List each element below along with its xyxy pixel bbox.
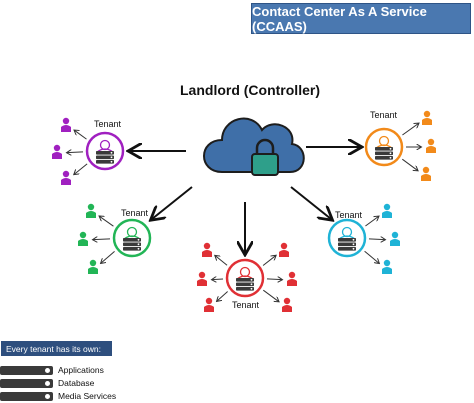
- small-arrow: [402, 158, 417, 170]
- user-icon: [88, 259, 98, 274]
- tenant-label-red: Tenant: [232, 300, 260, 310]
- user-icon: [52, 144, 62, 159]
- small-arrow: [67, 152, 84, 153]
- small-arrow: [365, 216, 378, 227]
- user-icon: [202, 242, 212, 257]
- server-bar-icon: [0, 391, 53, 401]
- landlord-label: Landlord (Controller): [180, 82, 320, 98]
- small-arrow: [74, 130, 87, 140]
- user-icon: [287, 271, 297, 286]
- user-icon: [282, 297, 292, 312]
- server-bar-icon: [0, 378, 53, 388]
- server-icon: [338, 238, 356, 251]
- small-arrow: [266, 279, 282, 280]
- legend-item-media-services: Media Services: [0, 391, 116, 401]
- user-icon: [421, 166, 431, 181]
- small-arrow: [74, 163, 88, 175]
- legend-item-applications: Applications: [0, 365, 104, 375]
- lock-icon: [251, 138, 279, 176]
- small-arrow: [217, 291, 228, 302]
- user-icon: [61, 170, 71, 185]
- small-arrow: [101, 251, 115, 263]
- legend-item-label: Database: [58, 378, 95, 388]
- page-title: Contact Center As A Service (CCAAS): [251, 3, 471, 34]
- small-arrow: [364, 250, 379, 263]
- tenant-node-orange: [364, 110, 436, 181]
- user-icon: [382, 259, 392, 274]
- tenant-label-cyan: Tenant: [335, 210, 363, 220]
- tenant-label-orange: Tenant: [370, 110, 398, 120]
- legend-heading: Every tenant has its own:: [1, 341, 112, 356]
- user-icon: [86, 203, 96, 218]
- user-icon: [390, 231, 400, 246]
- tenant-node-red: [197, 242, 297, 312]
- legend-item-label: Applications: [58, 365, 104, 375]
- user-icon: [279, 242, 289, 257]
- tenant-node-purple: [52, 117, 125, 185]
- small-arrow: [212, 279, 224, 280]
- tenant-label-purple: Tenant: [94, 119, 122, 129]
- tenant-label-green: Tenant: [121, 208, 149, 218]
- small-arrow: [368, 239, 385, 240]
- tenant-node-green: [78, 203, 152, 274]
- arrow-to-cyan-tenant: [290, 186, 331, 219]
- small-arrow: [99, 216, 114, 227]
- user-icon: [426, 138, 436, 153]
- legend-item-database: Database: [0, 378, 94, 388]
- user-icon: [78, 231, 88, 246]
- user-icon: [422, 110, 432, 125]
- server-icon: [96, 151, 114, 164]
- small-arrow: [402, 123, 418, 136]
- small-arrow: [263, 289, 278, 301]
- server-icon: [236, 278, 254, 291]
- legend-item-label: Media Services: [58, 391, 117, 401]
- user-icon: [204, 297, 214, 312]
- user-icon: [61, 117, 71, 132]
- small-arrow: [215, 256, 228, 266]
- server-icon: [375, 147, 393, 160]
- small-arrow: [262, 256, 276, 266]
- user-icon: [382, 203, 392, 218]
- user-icon: [197, 271, 207, 286]
- server-icon: [123, 238, 141, 251]
- small-arrow: [93, 239, 111, 240]
- tenant-node-cyan: [327, 203, 400, 274]
- arrow-to-green-tenant: [152, 186, 193, 219]
- server-bar-icon: [0, 365, 53, 375]
